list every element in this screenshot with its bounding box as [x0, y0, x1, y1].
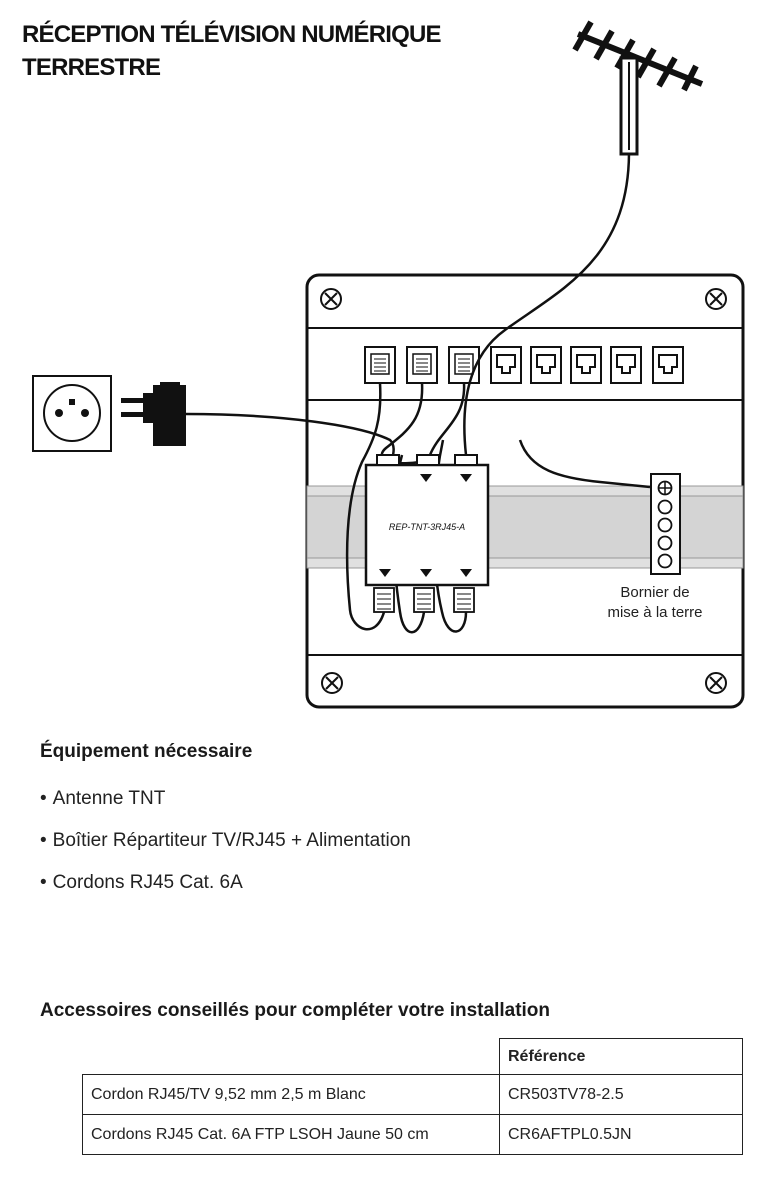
equipment-list: Antenne TNT Boîtier Répartiteur TV/RJ45 …: [40, 778, 411, 904]
table-row: Cordons RJ45 Cat. 6A FTP LSOH Jaune 50 c…: [82, 1114, 743, 1155]
page-title-line-2: TERRESTRE: [22, 54, 161, 81]
rj45-port-icon: [530, 346, 562, 384]
table-header-empty: [82, 1038, 500, 1075]
table-header-reference: Référence: [499, 1038, 743, 1075]
rj45-plug-icon: [413, 587, 435, 613]
screw-icon: [705, 672, 727, 694]
table-cell-reference: CR503TV78-2.5: [499, 1074, 743, 1115]
splitter-label: REP-TNT-3RJ45-A: [389, 522, 465, 532]
ground-label-line-1: Bornier de: [620, 584, 689, 601]
power-adapter-icon: [121, 382, 186, 446]
accessories-table: Référence Cordon RJ45/TV 9,52 mm 2,5 m B…: [82, 1038, 743, 1155]
rj45-port-icon: [652, 346, 684, 384]
table-cell-reference: CR6AFTPL0.5JN: [499, 1114, 743, 1155]
page-title-line-1: RÉCEPTION TÉLÉVISION NUMÉRIQUE: [22, 21, 442, 48]
list-item: Cordons RJ45 Cat. 6A: [40, 862, 411, 904]
rj45-plug-icon: [373, 587, 395, 613]
screw-icon: [705, 288, 727, 310]
rj45-port-icon: [610, 346, 642, 384]
accessories-heading: Accessoires conseillés pour compléter vo…: [40, 1000, 551, 1021]
table-cell-description: Cordons RJ45 Cat. 6A FTP LSOH Jaune 50 c…: [82, 1114, 500, 1155]
antenna-icon: [572, 20, 704, 156]
equipment-heading: Équipement nécessaire: [40, 741, 253, 762]
table-cell-description: Cordon RJ45/TV 9,52 mm 2,5 m Blanc: [82, 1074, 500, 1115]
rj45-port-icon: [364, 346, 396, 384]
ground-terminal-icon: [650, 473, 681, 575]
list-item: Antenne TNT: [40, 778, 411, 820]
page-title: RÉCEPTION TÉLÉVISION NUMÉRIQUE TERRESTRE: [22, 18, 442, 84]
rj45-port-icon: [490, 346, 522, 384]
rj45-plug-icon: [453, 587, 475, 613]
screw-icon: [321, 672, 343, 694]
ground-label-line-2: mise à la terre: [607, 604, 702, 621]
rj45-port-icon: [448, 346, 480, 384]
rj45-port-icon: [570, 346, 602, 384]
screw-icon: [320, 288, 342, 310]
power-outlet-icon: [32, 375, 112, 452]
table-header-row: Référence: [82, 1038, 743, 1075]
rj45-port-icon: [406, 346, 438, 384]
list-item: Boîtier Répartiteur TV/RJ45 + Alimentati…: [40, 820, 411, 862]
splitter-box: REP-TNT-3RJ45-A: [364, 454, 490, 587]
installation-diagram: REP-TNT-3RJ45-A Bornier de mise à la ter…: [32, 20, 745, 709]
table-row: Cordon RJ45/TV 9,52 mm 2,5 m Blanc CR503…: [82, 1074, 743, 1115]
